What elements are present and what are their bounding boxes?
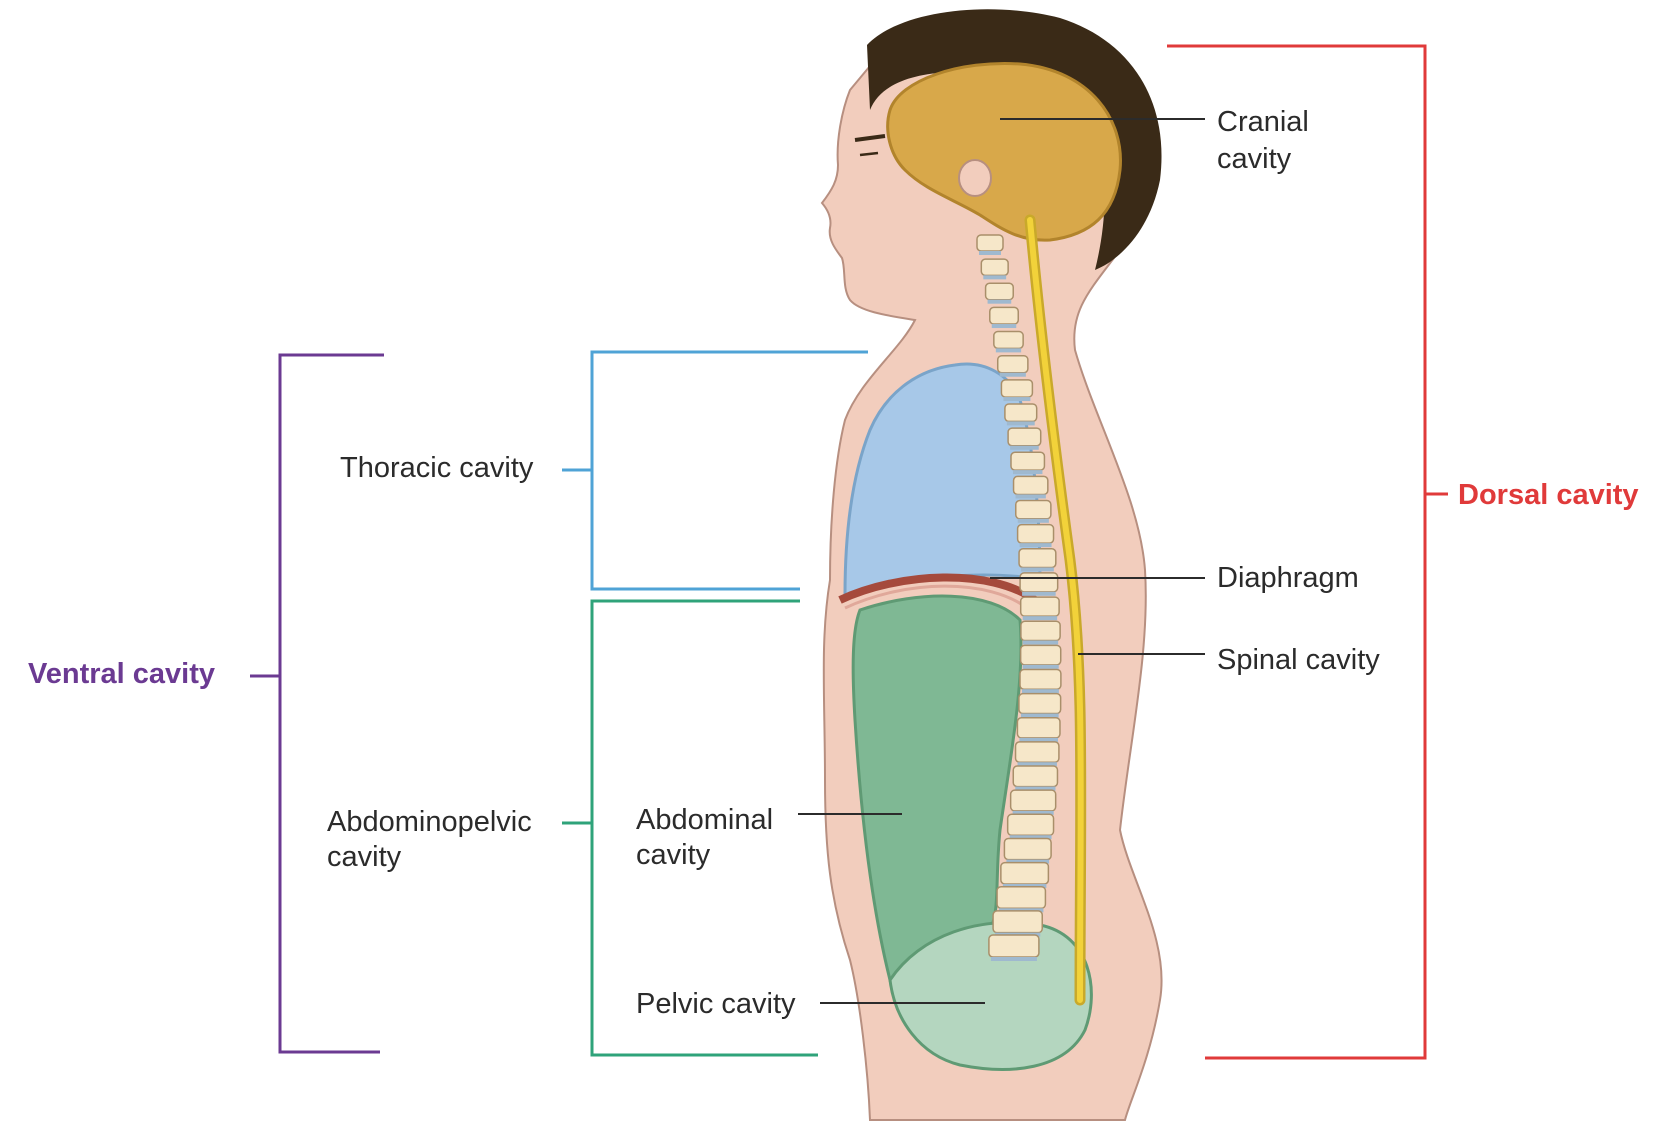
vertebra — [993, 330, 1024, 350]
spinal-cord-core — [1027, 217, 1084, 1003]
intervertebral-disc — [1015, 494, 1046, 499]
pelvic-cavity-label: Pelvic cavity — [636, 988, 796, 1020]
leader-lines — [798, 118, 1205, 1004]
vertebra — [1009, 789, 1057, 812]
intervertebral-disc — [1021, 689, 1059, 694]
vertebra — [1012, 765, 1059, 788]
eyebrow — [854, 134, 886, 142]
intervertebral-disc — [999, 372, 1026, 377]
intervertebral-disc — [991, 324, 1017, 329]
intervertebral-disc — [979, 251, 1001, 255]
vertebra — [992, 910, 1043, 934]
vertebra — [1000, 861, 1050, 885]
eye — [859, 151, 879, 157]
vertebra — [1019, 596, 1060, 617]
diaphragm-inner — [844, 584, 1031, 612]
hair — [867, 9, 1162, 270]
vertebra — [1019, 572, 1059, 593]
abdominal-label-line2: cavity — [636, 839, 711, 871]
diaphragm-shape — [838, 573, 1038, 604]
dorsal-bracket — [1167, 44, 1448, 1060]
vertebra — [1018, 692, 1062, 715]
intervertebral-disc — [990, 957, 1037, 961]
intervertebral-disc — [1020, 713, 1059, 718]
intervertebral-disc — [1017, 762, 1057, 767]
abdominopelvic-label-line1: Abdominopelvic — [327, 806, 532, 838]
vertebra — [1016, 717, 1061, 739]
cranial-label-line1: Cranial — [1217, 106, 1309, 138]
intervertebral-disc — [1003, 397, 1031, 402]
intervertebral-disc — [1022, 591, 1056, 596]
vertebra — [976, 234, 1004, 252]
vertebra — [1019, 644, 1062, 666]
vertebra — [996, 885, 1047, 910]
vertebra — [1007, 427, 1042, 447]
vertebra — [1006, 813, 1055, 837]
vertebra — [996, 354, 1029, 374]
intervertebral-disc — [1012, 810, 1054, 815]
intervertebral-disc — [1021, 567, 1054, 572]
spinal-cavity-label: Spinal cavity — [1217, 644, 1380, 676]
vertebra — [1004, 403, 1038, 423]
vertebra — [1014, 741, 1060, 763]
vertebra — [984, 282, 1014, 301]
intervertebral-disc — [1022, 616, 1058, 621]
cranial-cavity-shape — [886, 61, 1122, 242]
pelvic-cavity-shape — [888, 921, 1093, 1071]
intervertebral-disc — [995, 348, 1022, 353]
cranial-label-line2: cavity — [1217, 143, 1292, 175]
dorsal-cavity-label: Dorsal cavity — [1458, 479, 1639, 511]
ventral-bracket — [250, 353, 384, 1054]
vertebral-column — [976, 234, 1062, 961]
thoracic-bracket — [562, 350, 868, 591]
abdominopelvic-bracket — [562, 599, 818, 1057]
abdominal-label-line1: Abdominal — [636, 804, 773, 836]
intervertebral-disc — [1019, 737, 1058, 742]
intervertebral-disc — [1010, 445, 1039, 450]
ear — [958, 159, 992, 197]
intervertebral-disc — [1015, 786, 1056, 791]
vertebra — [1003, 837, 1052, 861]
ventral-cavity-label: Ventral cavity — [28, 658, 215, 690]
abdominopelvic-label-line2: cavity — [327, 841, 402, 873]
intervertebral-disc — [1012, 470, 1043, 475]
intervertebral-disc — [1017, 518, 1049, 523]
vertebra — [989, 306, 1020, 325]
intervertebral-disc — [1022, 640, 1059, 645]
intervertebral-disc — [1019, 543, 1052, 548]
vertebra — [1018, 548, 1057, 569]
body-figure — [820, 9, 1163, 1121]
intervertebral-disc — [1009, 835, 1052, 840]
diaphragm-label: Diaphragm — [1217, 562, 1359, 594]
intervertebral-disc — [987, 299, 1012, 304]
vertebra — [1016, 523, 1055, 544]
intervertebral-disc — [983, 275, 1007, 280]
vertebra — [988, 934, 1040, 958]
vertebra — [980, 258, 1009, 277]
vertebra — [1015, 499, 1052, 520]
vertebra — [1020, 620, 1061, 642]
vertebra — [1000, 379, 1034, 398]
intervertebral-disc — [1006, 421, 1035, 426]
vertebra — [1019, 668, 1062, 690]
vertebra — [1012, 475, 1049, 496]
intervertebral-disc — [1022, 664, 1059, 669]
vertebra — [1010, 451, 1046, 471]
intervertebral-disc — [1002, 883, 1047, 888]
thoracic-cavity-label: Thoracic cavity — [340, 452, 534, 484]
intervertebral-disc — [1006, 859, 1050, 864]
